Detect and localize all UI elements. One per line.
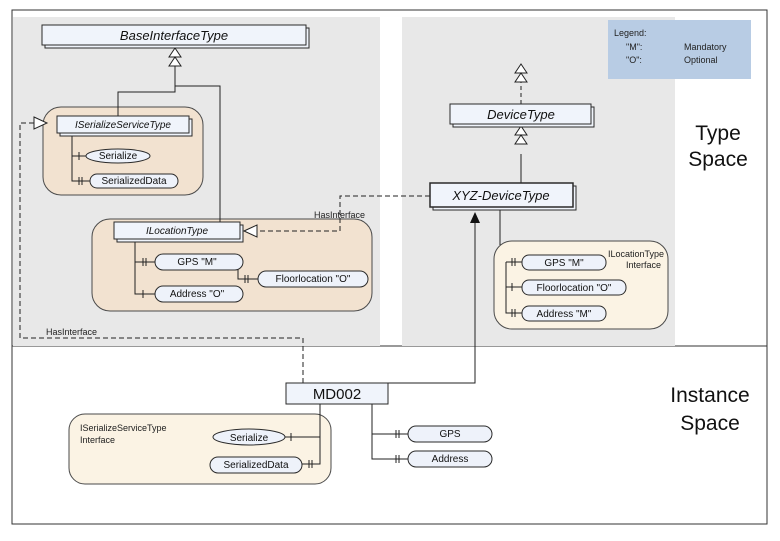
instance-address-pill[interactable]: Address xyxy=(407,450,493,468)
legend-value-optional: Optional xyxy=(684,55,718,65)
instance-serialize-pill[interactable]: Serialize xyxy=(212,428,286,446)
typedef-arrow-head xyxy=(470,212,480,223)
ilocation-gps-label: GPS "M" xyxy=(177,257,217,268)
base-interface-type-node[interactable]: BaseInterfaceType xyxy=(41,24,310,49)
ilocation-type-label: ILocationType xyxy=(146,226,209,237)
legend-title: Legend: xyxy=(614,28,647,38)
iserialize-type-label: ISerializeServiceType xyxy=(75,120,171,131)
legend-box xyxy=(608,20,751,79)
xyz-floorlocation-pill[interactable]: Floorlocation "O" xyxy=(521,279,627,296)
legend-key-mandatory: "M": xyxy=(626,42,642,52)
iserialize-member-tree xyxy=(71,132,90,182)
xyz-device-type-node[interactable]: XYZ-DeviceType xyxy=(429,182,577,211)
hasinterface-arrow-head-top xyxy=(242,224,258,238)
instance-serialize-label: Serialize xyxy=(230,433,269,444)
iserialize-type-node[interactable]: ISerializeServiceType xyxy=(56,115,193,137)
has-interface-left-label: HasInterface xyxy=(46,327,97,337)
base-arrow-head-2 xyxy=(168,56,182,67)
ilocation-subtype-line xyxy=(175,85,221,222)
instance-serializeddata-label: SerializedData xyxy=(223,460,288,471)
device-arrow-head-2 xyxy=(514,134,528,145)
md002-serialize-line xyxy=(302,404,321,465)
ilocation-address-pill[interactable]: Address "O" xyxy=(154,285,244,303)
md002-typedef-line xyxy=(388,221,476,384)
base-interface-type-label: BaseInterfaceType xyxy=(120,28,228,43)
has-interface-xyz-line xyxy=(258,195,430,232)
ilocation-floorlocation-label: Floorlocation "O" xyxy=(276,274,351,285)
legend-value-mandatory: Mandatory xyxy=(684,42,727,52)
xyz-gps-label: GPS "M" xyxy=(544,258,584,269)
iserialize-serialize-pill[interactable]: Serialize xyxy=(85,148,151,164)
ilocation-member-tree xyxy=(134,240,155,295)
ilocation-floorlocation-pill[interactable]: Floorlocation "O" xyxy=(257,270,369,288)
iserialize-serializeddata-pill[interactable]: SerializedData xyxy=(89,173,179,189)
instance-iserialize-label-line2: Interface xyxy=(80,435,115,445)
type-space-label-line2: Space xyxy=(688,148,748,171)
xyz-interface-label-line2: Interface xyxy=(626,260,661,270)
iserialize-serialize-label: Serialize xyxy=(99,151,138,162)
instance-space-label-line2: Space xyxy=(680,412,740,435)
md002-instance-node[interactable]: MD002 xyxy=(285,382,389,405)
component-ticks xyxy=(78,152,516,468)
ilocation-type-node[interactable]: ILocationType xyxy=(113,221,244,243)
ilocation-address-label: Address "O" xyxy=(170,289,225,300)
instance-gps-pill[interactable]: GPS xyxy=(407,425,493,443)
legend: Legend: "M": Mandatory "O": Optional xyxy=(608,20,751,79)
has-interface-md002-line xyxy=(19,122,304,383)
has-interface-top-label: HasInterface xyxy=(314,210,365,220)
xyz-interface-label-line1: ILocationType xyxy=(608,249,664,259)
hasinterface-arrow-head-left xyxy=(33,116,49,130)
instance-space-label-line1: Instance xyxy=(670,384,749,407)
xyz-gps-pill[interactable]: GPS "M" xyxy=(521,254,607,271)
ilocation-gps-pill[interactable]: GPS "M" xyxy=(154,253,244,271)
legend-key-optional: "O": xyxy=(626,55,642,65)
instance-iserialize-label-line1: ISerializeServiceType xyxy=(80,423,167,433)
inheritance-arrows xyxy=(33,47,528,238)
instance-address-label: Address xyxy=(432,454,469,465)
instance-gps-label: GPS xyxy=(439,429,460,440)
xyz-address-label: Address "M" xyxy=(537,309,592,320)
md002-label: MD002 xyxy=(313,386,361,403)
xyz-device-type-label: XYZ-DeviceType xyxy=(451,188,549,203)
device-type-node[interactable]: DeviceType xyxy=(449,103,595,128)
instance-serializeddata-pill[interactable]: SerializedData xyxy=(209,456,303,474)
iserialize-serializeddata-label: SerializedData xyxy=(101,176,166,187)
xyz-address-pill[interactable]: Address "M" xyxy=(521,305,607,322)
xyz-member-tree xyxy=(505,262,522,314)
base-type-arrow-head-2 xyxy=(514,72,528,83)
xyz-floorlocation-label: Floorlocation "O" xyxy=(537,283,612,294)
type-space-label-line1: Type xyxy=(695,122,741,145)
device-type-label: DeviceType xyxy=(487,107,555,122)
